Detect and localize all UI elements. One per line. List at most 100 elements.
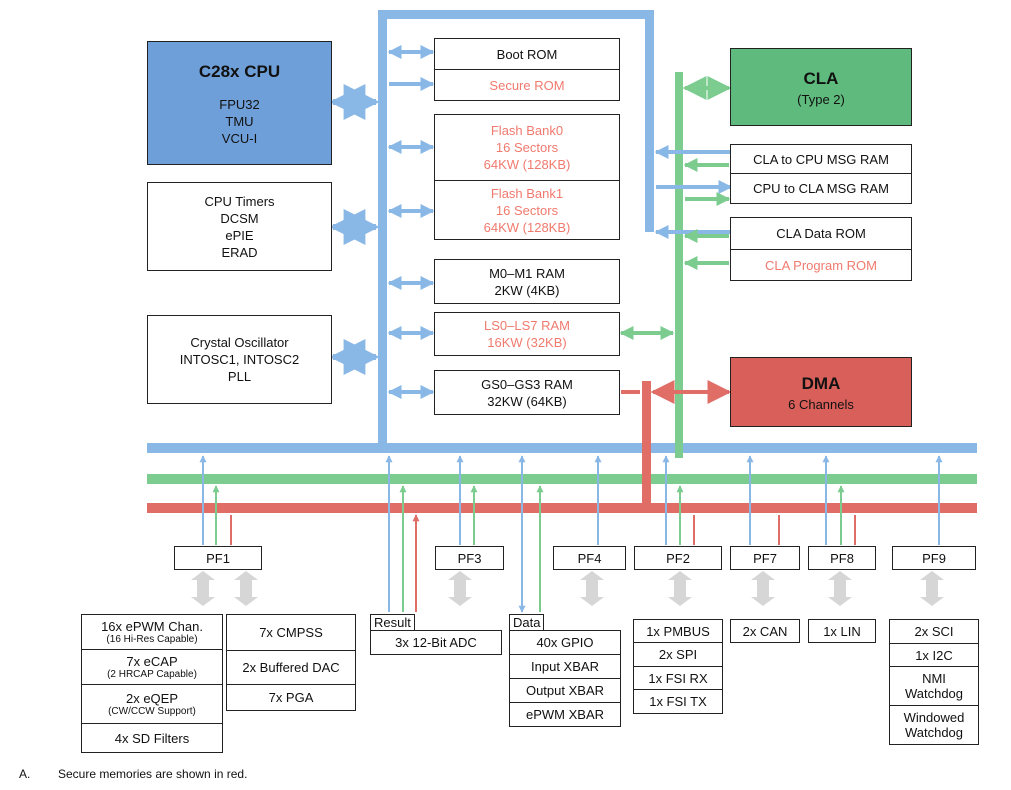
input-xbar-cell: Input XBAR xyxy=(509,654,621,679)
eqep-cell: 2x eQEP (CW/CCW Support) xyxy=(81,684,223,724)
output-xbar-label: Output XBAR xyxy=(525,683,605,698)
adc-result-tag: Result xyxy=(370,614,415,631)
nmi-watchdog-label: NMI Watchdog xyxy=(904,671,964,701)
pf3-frame: PF3 xyxy=(435,546,504,570)
dma-subtitle: 6 Channels xyxy=(788,396,854,412)
flash-bank0-block: Flash Bank0 16 Sectors 64KW (128KB) xyxy=(434,114,620,181)
pf1-label: PF1 xyxy=(206,550,230,566)
pll-label: PLL xyxy=(227,369,252,384)
cpu-feature: FPU32 xyxy=(219,96,260,112)
epwm-label: 16x ePWM Chan. xyxy=(101,619,203,634)
flash-bank0-sectors: 16 Sectors xyxy=(495,140,559,155)
cla-to-cpu-msg-ram: CLA to CPU MSG RAM xyxy=(730,144,912,174)
peripheral-link-arrows xyxy=(191,571,944,606)
gs-ram-name: GS0–GS3 RAM xyxy=(481,376,573,392)
ecap-note: (2 HRCAP Capable) xyxy=(107,669,197,680)
cpu-feature: VCU-I xyxy=(221,130,258,146)
m0-m1-ram-block: M0–M1 RAM 2KW (4KB) xyxy=(434,259,620,304)
epwm-xbar-cell: ePWM XBAR xyxy=(509,702,621,727)
cpu-feature: TMU xyxy=(225,113,254,129)
input-xbar-label: Input XBAR xyxy=(531,659,599,674)
cmpss-cell: 7x CMPSS xyxy=(226,614,356,651)
cla-program-rom-label: CLA Program ROM xyxy=(765,257,877,273)
peripheral-taps xyxy=(199,455,943,613)
ecap-label: 7x eCAP xyxy=(126,654,178,669)
memory-bus-arrows xyxy=(387,45,733,399)
gpio-cell: 40x GPIO xyxy=(509,630,621,655)
pf3-label: PF3 xyxy=(457,550,482,566)
fsi-tx-cell: 1x FSI TX xyxy=(633,689,723,714)
pf1-frame: PF1 xyxy=(174,546,262,570)
i2c-cell: 1x I2C xyxy=(889,643,979,667)
pf9-frame: PF9 xyxy=(892,546,976,570)
ecap-cell: 7x eCAP (2 HRCAP Capable) xyxy=(81,649,223,685)
cpu-timers-block: CPU Timers DCSM ePIE ERAD xyxy=(147,182,332,271)
windowed-watchdog-label: Windowed Watchdog xyxy=(903,710,965,740)
pf2-frame: PF2 xyxy=(634,546,722,570)
pf7-label: PF7 xyxy=(753,550,777,566)
pf2-label: PF2 xyxy=(666,550,690,566)
cla-program-rom: CLA Program ROM xyxy=(730,249,912,281)
fsi-tx-label: 1x FSI TX xyxy=(649,694,707,709)
sci-label: 2x SCI xyxy=(914,624,954,639)
intosc-label: INTOSC1, INTOSC2 xyxy=(179,352,300,367)
pf4-frame: PF4 xyxy=(553,546,626,570)
pmbus-cell: 1x PMBUS xyxy=(633,619,723,643)
gpio-label: 40x GPIO xyxy=(536,635,594,650)
cpu-timers-label: CPU Timers xyxy=(204,193,275,209)
adc-cell: 3x 12-Bit ADC xyxy=(370,630,502,655)
footnote-marker: A. xyxy=(19,767,31,781)
flash-bank0-size: 64KW (128KB) xyxy=(483,157,571,172)
nmi-watchdog-cell: NMI Watchdog xyxy=(889,666,979,706)
cla-to-cpu-label: CLA to CPU MSG RAM xyxy=(753,151,889,167)
gpio-data-label: Data xyxy=(513,615,541,630)
blue-bus xyxy=(147,10,977,453)
secure-rom-block: Secure ROM xyxy=(434,69,620,101)
cla-data-rom-label: CLA Data ROM xyxy=(776,226,866,241)
boot-rom-label: Boot ROM xyxy=(496,46,558,62)
flash-bank1-sectors: 16 Sectors xyxy=(495,202,559,218)
dma-title: DMA xyxy=(801,373,841,393)
eqep-label: 2x eQEP xyxy=(125,691,179,706)
can-cell: 2x CAN xyxy=(730,619,800,643)
dac-cell: 2x Buffered DAC xyxy=(226,650,356,685)
adc-result-label: Result xyxy=(374,615,411,630)
oscillator-block: Crystal Oscillator INTOSC1, INTOSC2 PLL xyxy=(147,315,332,404)
secure-rom-label: Secure ROM xyxy=(489,77,565,93)
output-xbar-cell: Output XBAR xyxy=(509,678,621,703)
dcsm-label: DCSM xyxy=(220,210,259,226)
spi-cell: 2x SPI xyxy=(633,642,723,667)
adc-label: 3x 12-Bit ADC xyxy=(395,635,477,650)
epwm-cell: 16x ePWM Chan. (16 Hi-Res Capable) xyxy=(81,614,223,650)
can-label: 2x CAN xyxy=(742,623,788,639)
windowed-watchdog-cell: Windowed Watchdog xyxy=(889,705,979,745)
lin-label: 1x LIN xyxy=(823,623,861,639)
cpu-block: C28x CPU FPU32 TMU VCU-I xyxy=(147,41,332,165)
spi-label: 2x SPI xyxy=(658,647,698,662)
pf9-label: PF9 xyxy=(922,550,946,566)
flash-bank1-block: Flash Bank1 16 Sectors 64KW (128KB) xyxy=(434,180,620,240)
pf8-frame: PF8 xyxy=(808,546,876,570)
cmpss-label: 7x CMPSS xyxy=(259,625,323,640)
cpu-title: C28x CPU xyxy=(198,61,281,81)
sci-cell: 2x SCI xyxy=(889,619,979,644)
pmbus-label: 1x PMBUS xyxy=(646,623,710,639)
footnote-text: Secure memories are shown in red. xyxy=(58,767,248,781)
i2c-label: 1x I2C xyxy=(915,647,953,663)
cla-data-rom: CLA Data ROM xyxy=(730,217,912,250)
lin-cell: 1x LIN xyxy=(808,619,876,643)
fsi-rx-label: 1x FSI RX xyxy=(648,670,708,686)
eqep-note: (CW/CCW Support) xyxy=(108,706,196,717)
boot-rom-block: Boot ROM xyxy=(434,38,620,70)
cpu-to-cla-msg-ram: CPU to CLA MSG RAM xyxy=(730,173,912,204)
m0-m1-ram-size: 2KW (4KB) xyxy=(494,282,560,298)
m0-m1-ram-name: M0–M1 RAM xyxy=(489,265,565,281)
green-bus xyxy=(147,72,977,484)
oscillator-label: Crystal Oscillator xyxy=(190,335,289,350)
cla-title: CLA xyxy=(803,68,839,88)
gs-ram-size: 32KW (64KB) xyxy=(487,393,567,409)
dma-block: DMA 6 Channels xyxy=(730,357,912,427)
erad-label: ERAD xyxy=(221,244,258,260)
ls-ram-size: 16KW (32KB) xyxy=(487,335,567,350)
